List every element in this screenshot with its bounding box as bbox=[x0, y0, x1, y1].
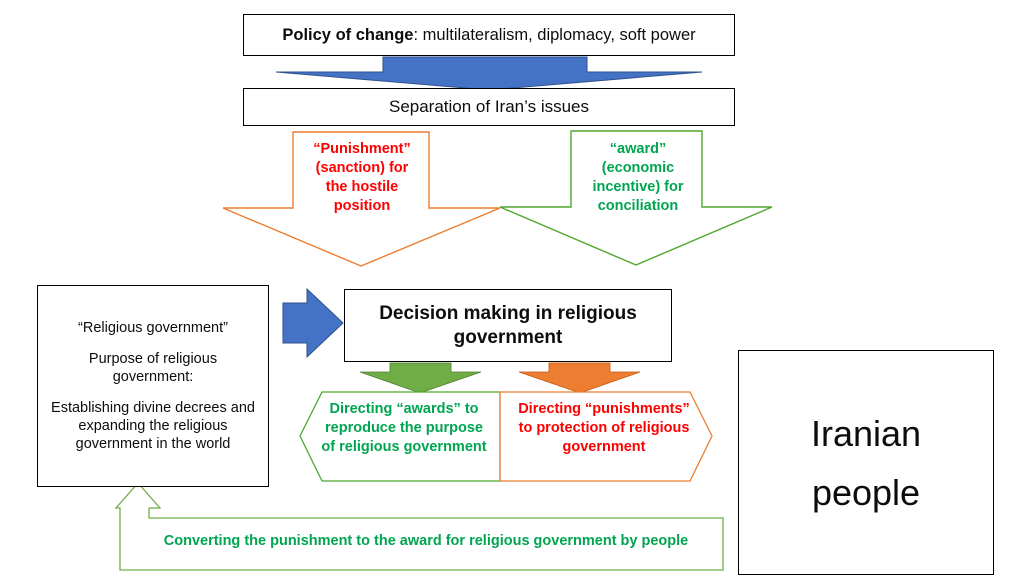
religious-government-line1: “Religious government” bbox=[78, 319, 228, 336]
decision-making-line2: government bbox=[453, 326, 563, 348]
iranian-people-line2: people bbox=[811, 471, 921, 513]
award-arrow-label: “award” (economic incentive) for concili… bbox=[572, 140, 704, 217]
arrow-right-icon-blue-left bbox=[282, 287, 344, 359]
punishment-line2: (sanction) for bbox=[315, 160, 409, 177]
award-line1: “award” bbox=[609, 141, 667, 157]
religious-government-line3: Establishing divine decrees and expandin… bbox=[51, 400, 255, 453]
iranian-people-line1: Iranian bbox=[810, 412, 922, 454]
arrow-down-outline-icon-punishment bbox=[222, 131, 501, 267]
awards-directing-line2: reproduce the purpose bbox=[325, 420, 483, 437]
award-line4: conciliation bbox=[597, 198, 679, 215]
decision-making-line1: Decision making in religious bbox=[379, 302, 637, 324]
awards-directing-label: Directing “awards” to reproduce the purp… bbox=[312, 400, 496, 457]
award-line2: (economic bbox=[601, 160, 675, 177]
chevron-box-awards-directing[interactable] bbox=[299, 391, 501, 482]
punishment-line3: the hostile bbox=[325, 179, 399, 196]
religious-government-line2: Purpose of religious government: bbox=[88, 350, 218, 385]
religious-government-box: “Religious government” Purpose of religi… bbox=[37, 285, 269, 487]
arrow-down-icon-green bbox=[359, 362, 482, 394]
policy-of-change-box: Policy of change: multilateralism, diplo… bbox=[243, 14, 735, 56]
policy-of-change-lead: Policy of change bbox=[282, 25, 414, 44]
punishments-directing-line2: to protection of religious bbox=[518, 420, 690, 437]
punishments-directing-line3: government bbox=[562, 439, 646, 456]
punishments-directing-label: Directing “punishments” to protection of… bbox=[506, 400, 702, 457]
awards-directing-line1: Directing “awards” to bbox=[329, 401, 479, 417]
arrow-down-icon-orange bbox=[518, 362, 641, 394]
punishment-line1: “Punishment” bbox=[313, 141, 411, 157]
decision-making-box: Decision making in religious government bbox=[344, 289, 672, 362]
iranian-people-box: Iranian people bbox=[738, 350, 994, 575]
separation-of-issues-label: Separation of Iran’s issues bbox=[388, 97, 590, 117]
punishment-arrow-label: “Punishment” (sanction) for the hostile … bbox=[293, 140, 431, 217]
arrow-down-icon-blue-top bbox=[275, 56, 703, 91]
punishments-directing-line1: Directing “punishments” bbox=[518, 401, 690, 417]
punishment-line4: position bbox=[333, 198, 391, 215]
converting-arrow-label: Converting the punishment to the award f… bbox=[163, 533, 689, 549]
chevron-box-punishments-directing[interactable] bbox=[499, 391, 713, 482]
arrow-up-bent-icon-converting bbox=[114, 482, 724, 571]
awards-directing-line3: of religious government bbox=[321, 439, 487, 456]
arrow-down-outline-icon-award bbox=[499, 130, 773, 266]
policy-of-change-rest: : multilateralism, diplomacy, soft power bbox=[413, 25, 696, 44]
separation-of-issues-box: Separation of Iran’s issues bbox=[243, 88, 735, 126]
award-line3: incentive) for bbox=[592, 179, 684, 196]
